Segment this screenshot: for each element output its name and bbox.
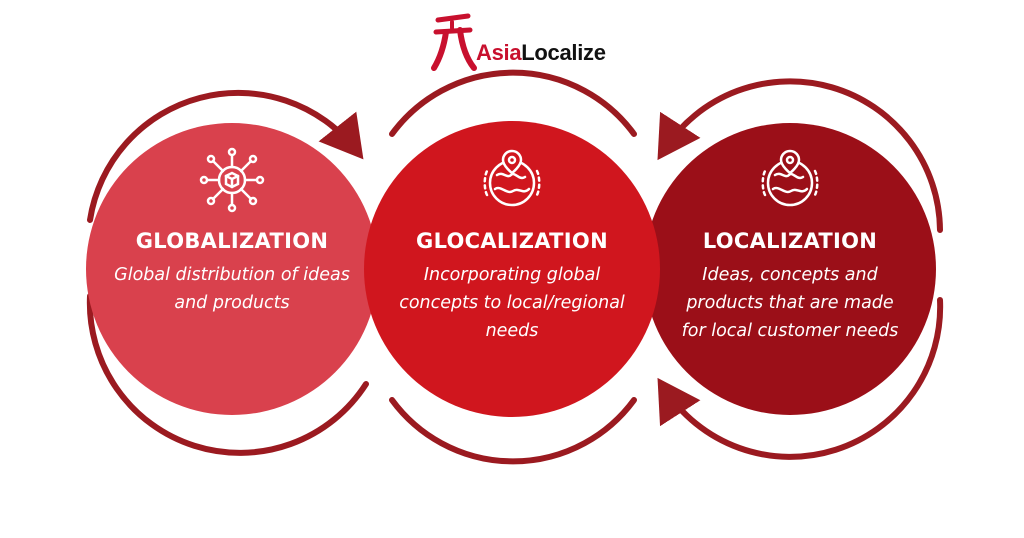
localization-description: Ideas, concepts and products that are ma… <box>681 265 899 341</box>
globalization-description: Global distribution of ideas and product… <box>114 265 350 313</box>
localization-panel: LOCALIZATION Ideas, concepts and product… <box>673 145 907 345</box>
glocalization-ring-bottom <box>389 397 637 465</box>
globalization-title: GLOBALIZATION <box>135 229 329 253</box>
network-box-icon <box>197 145 267 215</box>
localization-circle <box>644 123 936 415</box>
globalization-panel: GLOBALIZATION Global distribution of ide… <box>112 145 352 317</box>
glocalization-panel: GLOCALIZATION Incorporating global conce… <box>397 145 627 345</box>
localization-title: LOCALIZATION <box>702 229 878 253</box>
globe-pin-icon <box>755 145 825 215</box>
globe-pin-icon <box>477 145 547 215</box>
localization-ring-top-arrow <box>657 78 943 233</box>
globalization-circle <box>86 123 378 415</box>
brand-name-part1: Asia <box>476 40 522 65</box>
brand-name: AsiaLocalize <box>476 40 606 66</box>
brand-name-part2: Localize <box>521 40 606 65</box>
globalization-ring-top-arrow <box>87 89 364 223</box>
glocalization-description: Incorporating global concepts to local/r… <box>399 265 625 341</box>
globalization-ring-bottom <box>86 293 369 456</box>
asialocalize-mark-icon <box>431 13 477 71</box>
glocalization-title: GLOCALIZATION <box>416 229 608 253</box>
glocalization-ring-top <box>389 69 637 137</box>
brand-logo: AsiaLocalize <box>430 12 606 72</box>
glocalization-circle <box>364 121 660 417</box>
localization-ring-bottom-arrow <box>657 297 944 460</box>
